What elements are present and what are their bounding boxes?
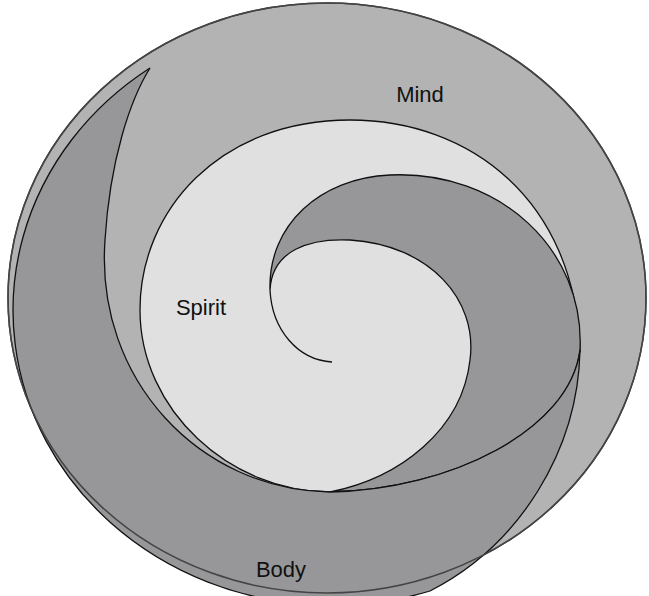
region-label: Spirit — [176, 295, 226, 321]
spiral-tip — [270, 290, 332, 362]
region-label-box: Spirit — [172, 293, 230, 323]
spirit-region — [140, 120, 580, 492]
region-label-box: Body — [252, 555, 310, 585]
region-label: Mind — [396, 82, 444, 108]
outer-circle — [8, 3, 646, 593]
body-region — [13, 68, 580, 596]
region-label-box: Mind — [392, 80, 448, 110]
region-label: Body — [256, 557, 306, 583]
